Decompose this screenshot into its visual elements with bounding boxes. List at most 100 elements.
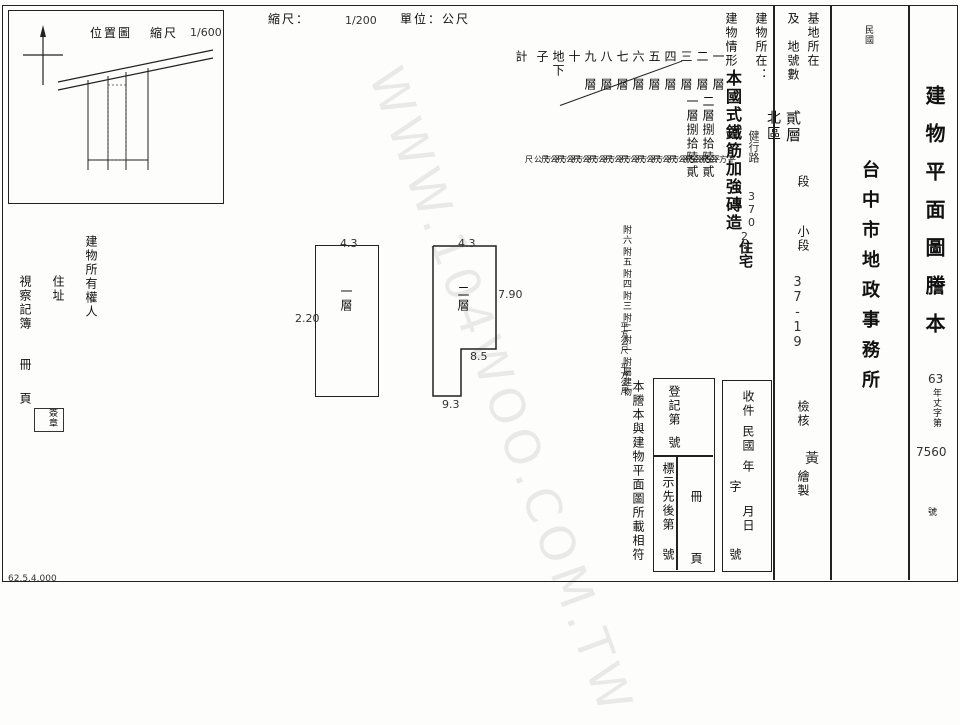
registration-mark: 標示先後第 (661, 462, 675, 532)
attached-0: 附屬建物 (621, 357, 631, 397)
scale-label: 縮尺： (268, 12, 311, 26)
doc-no-number: 7560 (916, 445, 947, 459)
vline-title-left (908, 5, 910, 580)
floor-row-type: 層 (583, 78, 597, 92)
office-era: 民國 (863, 25, 873, 45)
receipt-received: 收件 (741, 390, 755, 418)
receipt-day: 月日 (741, 505, 755, 533)
certification-text: 本謄本與建物平面圖所載相符 (631, 380, 645, 562)
row-header-total: 計 (514, 50, 528, 64)
building-structure: 本國式鐵筋加強磚造 (723, 70, 742, 232)
dim-top-2: 4.3 (458, 237, 476, 250)
building-location-label: 建物所在： (754, 12, 768, 82)
floor-row-unit: 平方公尺 (540, 155, 577, 163)
registration-mark-suffix: 號 (661, 548, 675, 562)
registration-page: 頁 (689, 552, 703, 566)
dim-side-2: 7.90 (498, 288, 523, 301)
location-map-sketch (23, 25, 214, 170)
receipt-box (722, 380, 772, 572)
outer-frame (2, 5, 958, 582)
floor-row-unit: 平方公尺 (620, 155, 657, 163)
floor-row-number: 地下 (551, 50, 565, 78)
floor-row-number: 九 (583, 50, 597, 64)
floor-row-type: 層 (631, 78, 645, 92)
owner-address-label: 住址 (51, 275, 65, 303)
floor-row-unit: 平方公尺 (636, 155, 673, 163)
land-lot-no: 37-19 (790, 275, 805, 350)
location-map-scale-value: 1/600 (190, 26, 222, 39)
building-use: 住宅 (737, 240, 753, 268)
dim-step-2: 8.5 (470, 350, 488, 363)
floor-row-6: 七層平方公尺 (605, 50, 641, 163)
floor-row-number: 四 (663, 50, 677, 64)
doc-no-year: 63 (928, 372, 944, 386)
floor-row-unit: 平方公尺 (556, 155, 593, 163)
land-small-lot-label: 小段 (796, 225, 810, 253)
seal-label: 簽章 (47, 408, 57, 428)
floor-row-unit: 平方公尺 (524, 155, 561, 163)
floor-row-number: 三 (679, 50, 693, 64)
floor-name-0: 二層捌拾陸貳 (701, 95, 715, 179)
scale-value: 1/200 (345, 14, 377, 27)
office-name: 台中市地政事務所 (859, 160, 880, 400)
attached-4: 附四 (621, 269, 631, 289)
survey-surveyor: 檢核 (796, 400, 810, 428)
record-page-label: 頁 (18, 392, 32, 406)
registration-no: 登記第 (667, 385, 681, 427)
receipt-number: 號 (728, 548, 742, 562)
unit-label: 單位：公尺 (400, 12, 471, 26)
seal-stamp (34, 408, 64, 432)
floor-row-type: 層 (679, 78, 693, 92)
attached-buildings: 附屬建物 附一 附二 附三 附四 附五 附六 (620, 225, 633, 397)
document-title: 建物平面圖謄本 (922, 85, 946, 351)
floor-row-unit: 平方公尺 (604, 155, 641, 163)
attached-units: 平方公尺 平方公尺 (620, 322, 629, 395)
survey-seal-name: 黃 (805, 451, 819, 467)
receipt-word: 字 (728, 480, 742, 494)
land-site-label: 基地所在 (806, 12, 820, 68)
attached-2: 附二 (621, 313, 631, 333)
registration-no-suffix: 號 (667, 436, 681, 450)
floor-plan-2-label: 二層 (456, 285, 470, 313)
house-number: 20 (738, 230, 751, 256)
receipt-month: 年 (741, 460, 755, 474)
floor-row-4: 五層平方公尺 (637, 50, 673, 163)
floor-row-1: 二層平方公尺 (685, 50, 721, 163)
floor-row-unit: 平方公尺 (652, 155, 689, 163)
building-status-label: 建物情形： (724, 12, 738, 82)
floor-row-2: 三層平方公尺 (669, 50, 705, 163)
owner-label: 建物所有權人 (84, 235, 98, 319)
floor-plan-1-label: 一層 (339, 285, 353, 313)
floor-row-number: 二 (695, 50, 709, 64)
location-map-scale-label: 縮尺 (150, 26, 179, 40)
floor-row-number: 六 (631, 50, 645, 64)
floor-row-unit: 平方公尺 (588, 155, 625, 163)
dim-left-1: 2.20 (295, 312, 320, 325)
land-and-label: 及 (786, 12, 800, 26)
floor-row-number: 七 (615, 50, 629, 64)
record-book-label: 冊 (18, 358, 32, 372)
floor-row-number: 五 (647, 50, 661, 64)
address-floors: 貳層 (784, 110, 802, 144)
floor-row-9: 十平方公尺 (557, 50, 593, 163)
floor-plan-1 (315, 245, 379, 397)
doc-no-suffix: 號 (928, 508, 939, 518)
floor-row-type: 層 (695, 78, 709, 92)
location-map-box (8, 10, 224, 204)
registration-box (653, 378, 715, 572)
floor-row-3: 四層平方公尺 (653, 50, 689, 163)
attached-3: 附三 (621, 291, 631, 311)
location-map-title: 位置圖 (90, 26, 133, 40)
floor-plan-2 (432, 245, 497, 397)
attached-6: 附六 (621, 225, 631, 245)
dim-top-1: 4.3 (340, 237, 358, 250)
floor-row-unit: 平方公尺 (572, 155, 609, 163)
vline-land-left (773, 5, 775, 580)
floor-row-type: 層 (663, 78, 677, 92)
floor-row-unit: 平方公尺 (668, 155, 705, 163)
floor-row-type: 層 (711, 78, 725, 92)
floor-row-number: 八 (599, 50, 613, 64)
attached-5: 附五 (621, 247, 631, 267)
floor-row-unit: 平方公尺 (684, 155, 721, 163)
registration-vdivider (676, 455, 678, 570)
